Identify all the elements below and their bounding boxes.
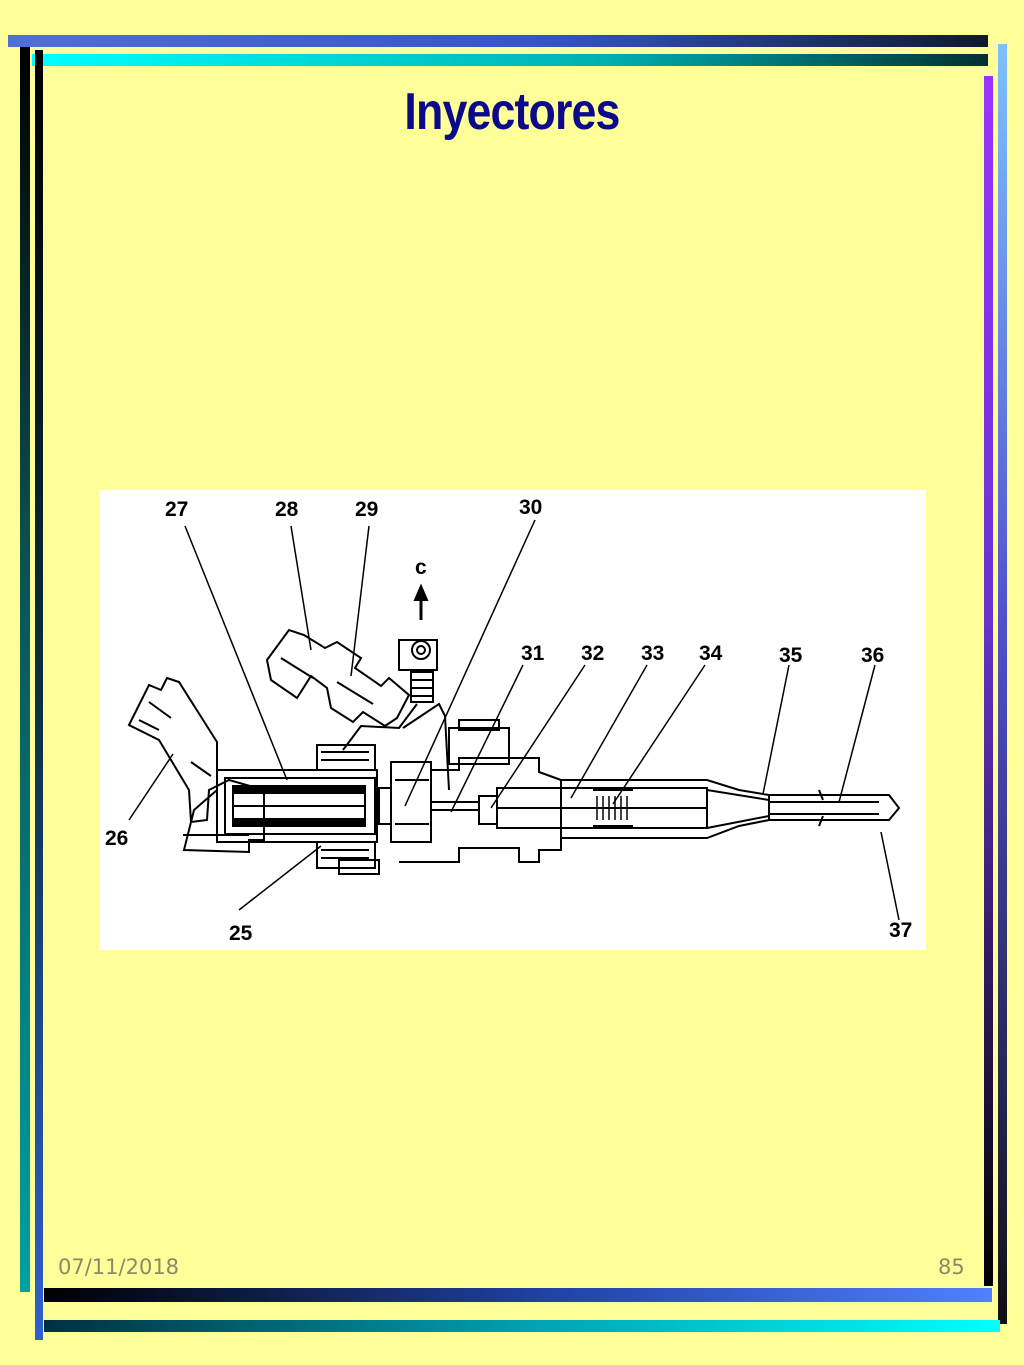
injector-diagram: 27 28 29 30 c 31 32 33 34 35 36 26 25 37 xyxy=(99,490,926,950)
frame-left-outer xyxy=(20,47,30,1292)
label-25: 25 xyxy=(229,922,253,945)
retaining-nut xyxy=(316,744,380,875)
label-32: 32 xyxy=(581,642,604,665)
label-c: c xyxy=(415,556,427,579)
footer-page-number: 85 xyxy=(938,1255,965,1279)
inlet-fitting xyxy=(265,628,418,751)
frame-bottom-cyan xyxy=(44,1320,1000,1332)
nozzle-body xyxy=(430,779,901,839)
slide-title: Inyectores xyxy=(404,83,620,141)
leader-lines xyxy=(128,519,900,921)
label-33: 33 xyxy=(641,642,664,665)
label-27: 27 xyxy=(165,498,188,521)
return-port xyxy=(398,583,450,791)
label-34: 34 xyxy=(699,642,723,665)
label-36: 36 xyxy=(861,644,884,667)
label-26: 26 xyxy=(105,827,128,850)
frame-top-blue xyxy=(8,35,988,47)
label-35: 35 xyxy=(779,644,803,667)
footer-date: 07/11/2018 xyxy=(58,1255,180,1279)
frame-bottom-dark xyxy=(44,1288,992,1302)
label-31: 31 xyxy=(521,642,545,665)
label-30: 30 xyxy=(519,496,542,519)
frame-left-inner xyxy=(35,50,43,1340)
injector-cross-section: 27 28 29 30 c 31 32 33 34 35 36 26 25 37 xyxy=(105,496,912,945)
label-28: 28 xyxy=(275,498,299,521)
label-37: 37 xyxy=(889,919,912,942)
solenoid-body xyxy=(216,769,392,843)
frame-right-blue xyxy=(998,44,1007,1324)
frame-top-cyan xyxy=(32,54,988,66)
frame-right-purple xyxy=(984,76,993,1286)
label-29: 29 xyxy=(355,498,378,521)
